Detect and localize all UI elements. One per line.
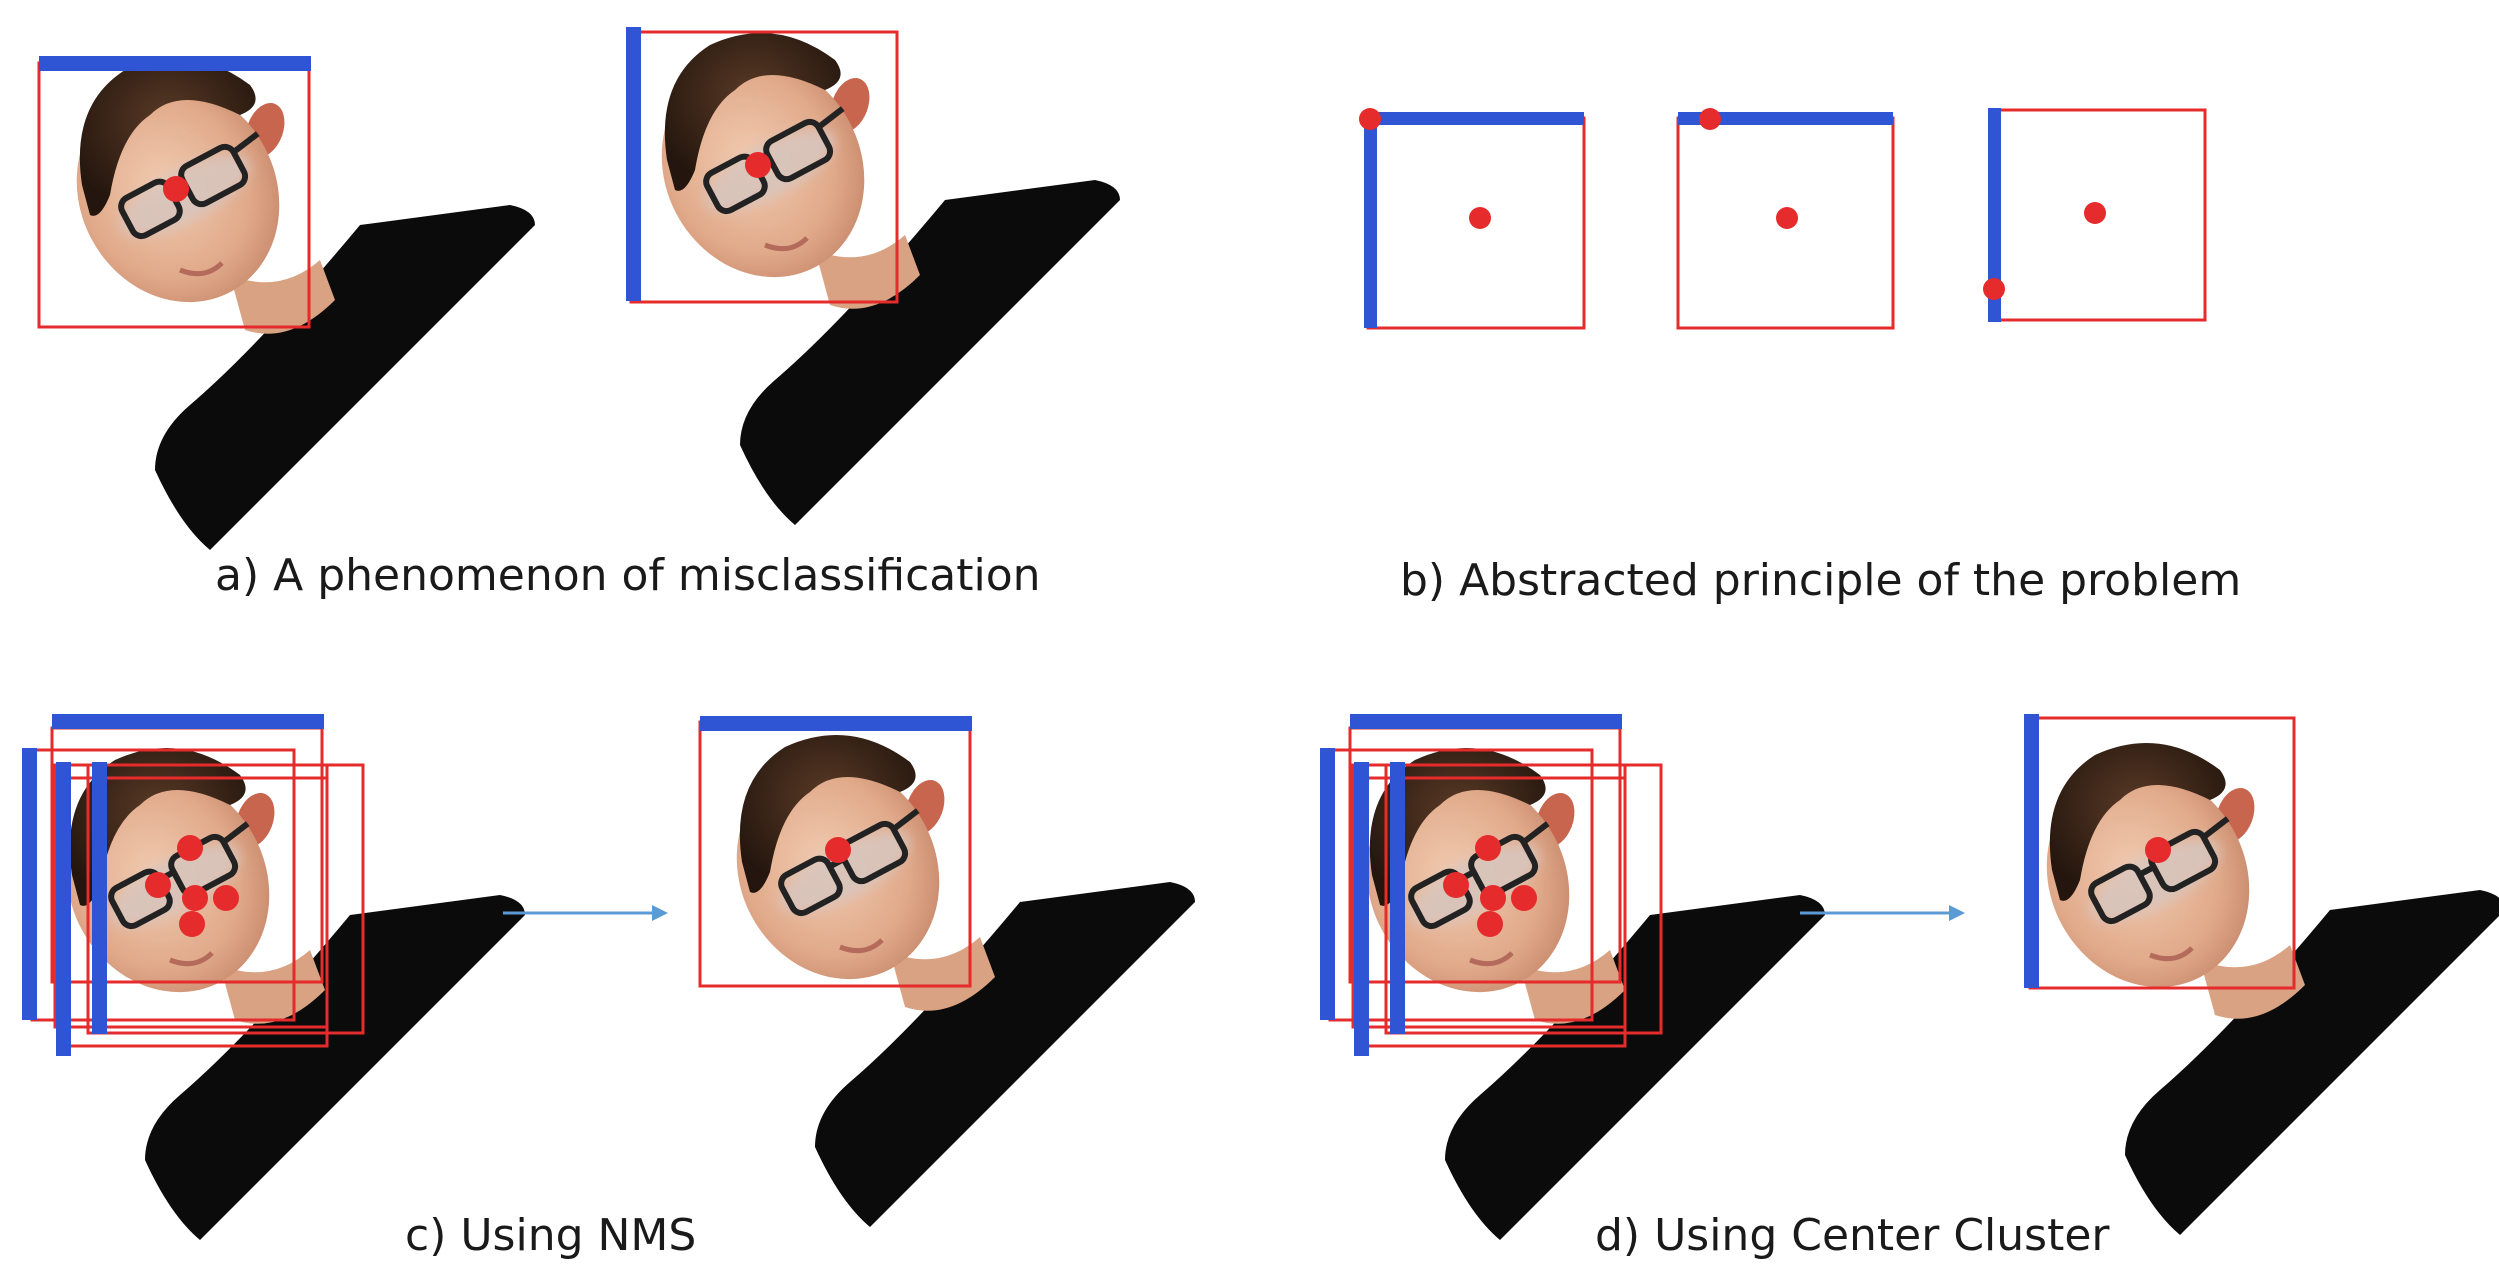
top-bar-b1 xyxy=(1368,112,1584,125)
panel-b xyxy=(1359,108,2207,330)
panel-d xyxy=(1320,714,2499,1240)
left-bar-b3 xyxy=(1988,108,2001,322)
face-photo-a2 xyxy=(624,23,1120,525)
center-dot-c4 xyxy=(213,885,239,911)
caption-c: c) Using NMS xyxy=(405,1210,697,1261)
corner-dot-b3 xyxy=(1983,278,2005,300)
result-dot-c xyxy=(825,837,851,863)
candidate-box-d5 xyxy=(1384,763,1663,1035)
left-bar-c1 xyxy=(22,748,37,1020)
candidate-box-c5 xyxy=(86,763,365,1035)
center-dot-d1 xyxy=(1475,835,1501,861)
corner-dot-b2 xyxy=(1699,108,1721,130)
center-dot-d4 xyxy=(1511,885,1537,911)
center-dot-d5 xyxy=(1477,911,1503,937)
panel-c xyxy=(22,714,1195,1240)
top-bar-b2 xyxy=(1678,112,1893,125)
left-bar-d3 xyxy=(1390,762,1405,1034)
center-dot-a1 xyxy=(163,176,189,202)
caption-a: a) A phenomenon of misclassification xyxy=(215,550,1041,601)
corner-dot-b1 xyxy=(1359,108,1381,130)
left-bar-c3 xyxy=(92,762,107,1034)
top-bar-d1 xyxy=(1350,714,1622,729)
center-dot-b1 xyxy=(1469,207,1491,229)
orientation-bar-a1 xyxy=(39,56,311,71)
left-bar-b1 xyxy=(1364,112,1377,328)
caption-b: b) Abstracted principle of the problem xyxy=(1400,555,2242,606)
orientation-bar-a2 xyxy=(626,27,641,301)
left-bar-c2 xyxy=(56,762,71,1056)
result-dot-d xyxy=(2145,837,2171,863)
left-bar-d2 xyxy=(1354,762,1369,1056)
left-bar-d1 xyxy=(1320,748,1335,1020)
arrow-d xyxy=(1800,905,1965,921)
caption-d: d) Using Center Cluster xyxy=(1595,1210,2110,1261)
center-dot-c3 xyxy=(182,885,208,911)
center-dot-d3 xyxy=(1480,885,1506,911)
face-photo-a1 xyxy=(39,48,535,550)
face-photo-c-result xyxy=(699,725,1195,1227)
center-dot-c1 xyxy=(177,835,203,861)
center-dot-c5 xyxy=(179,911,205,937)
face-photo-d-result xyxy=(2009,733,2499,1235)
center-dot-b3 xyxy=(2084,202,2106,224)
top-bar-c1 xyxy=(52,714,324,729)
arrow-c xyxy=(503,905,668,921)
result-left-bar-d xyxy=(2024,714,2039,988)
center-dot-b2 xyxy=(1776,207,1798,229)
panel-a xyxy=(39,23,1120,550)
center-dot-c2 xyxy=(145,872,171,898)
center-dot-a2 xyxy=(745,152,771,178)
center-dot-d2 xyxy=(1443,872,1469,898)
result-top-bar-c xyxy=(700,716,972,731)
